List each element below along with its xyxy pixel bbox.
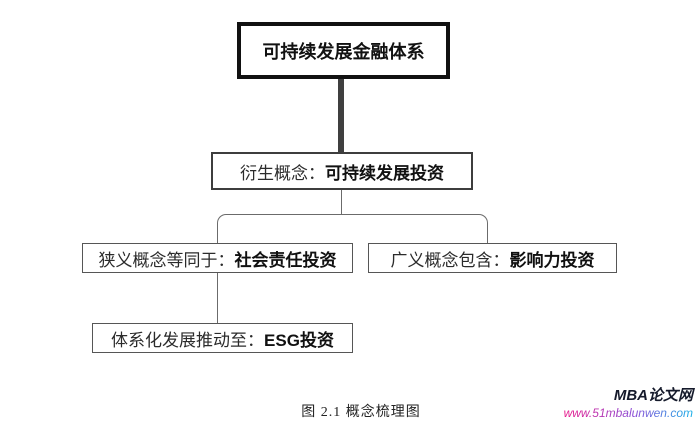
node-sustainable-finance-system: 可持续发展金融体系 [237, 22, 450, 79]
node-narrow-prefix: 狭义概念等同于： [98, 250, 235, 270]
watermark: MBA论文网 www.51mbalunwen.com [564, 387, 693, 421]
node-derived-emphasis: 可持续发展投资 [325, 163, 444, 183]
node-broad-emphasis: 影响力投资 [509, 250, 595, 270]
connector-root-to-derived [338, 78, 344, 154]
node-broad-concept: 广义概念包含：影响力投资 [368, 243, 617, 273]
watermark-site-url: www.51mbalunwen.com [563, 405, 693, 420]
connector-branch-bracket [217, 214, 488, 244]
figure-caption: 图 2.1 概念梳理图 [301, 405, 421, 420]
connector-narrow-to-esg [217, 272, 218, 324]
node-esg-emphasis: ESG投资 [264, 330, 334, 350]
node-esg-prefix: 体系化发展推动至： [111, 330, 265, 350]
node-root-label: 可持续发展金融体系 [262, 41, 425, 62]
node-narrow-concept: 狭义概念等同于：社会责任投资 [82, 243, 353, 273]
connector-derived-stub [341, 189, 342, 215]
node-narrow-emphasis: 社会责任投资 [234, 250, 337, 270]
node-esg-investment: 体系化发展推动至：ESG投资 [92, 323, 353, 353]
node-derived-prefix: 衍生概念： [240, 163, 325, 183]
watermark-site-name: MBA论文网 [613, 387, 693, 404]
node-derived-concept: 衍生概念：可持续发展投资 [211, 152, 473, 190]
node-broad-prefix: 广义概念包含： [390, 250, 510, 270]
